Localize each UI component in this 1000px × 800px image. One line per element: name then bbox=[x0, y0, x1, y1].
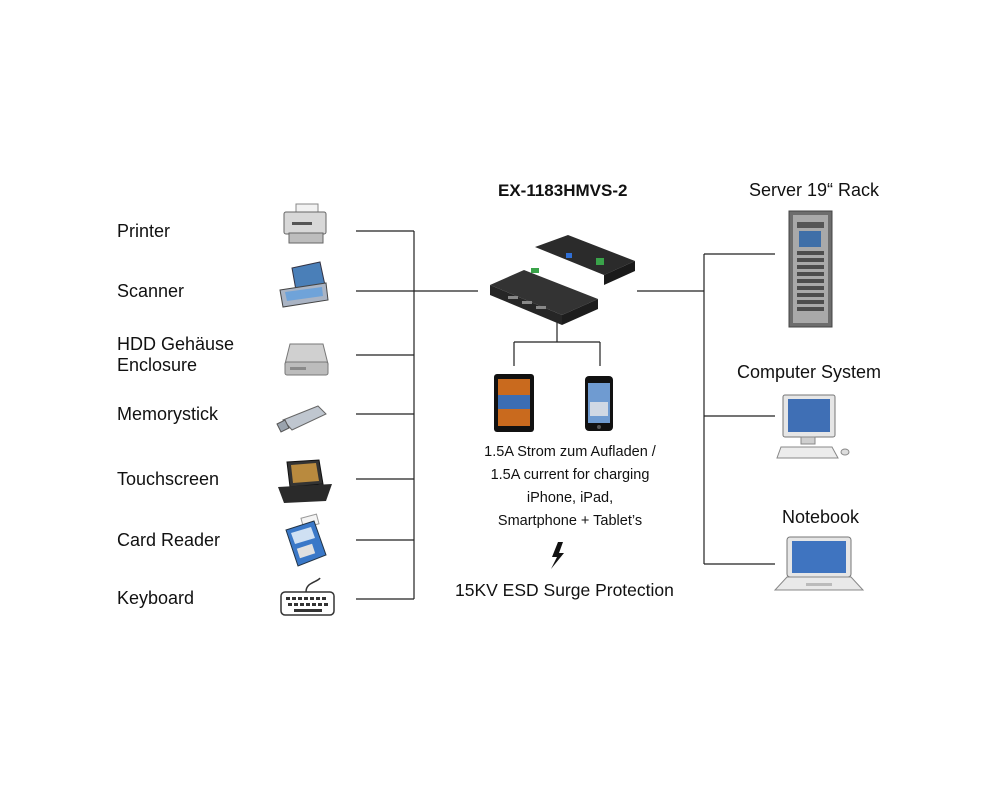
charging-line-1: 1.5A Strom zum Aufladen / bbox=[484, 444, 656, 460]
label-scanner: Scanner bbox=[117, 281, 185, 301]
tablet-icon bbox=[494, 374, 534, 432]
charging-info: 1.5A Strom zum Aufladen / 1.5A current f… bbox=[440, 441, 700, 533]
lightning-icon bbox=[551, 542, 564, 569]
label-printer: Printer bbox=[117, 221, 171, 241]
hdd-icon bbox=[284, 343, 329, 376]
touchscreen-icon bbox=[278, 459, 332, 503]
label-memorystick: Memorystick bbox=[117, 404, 219, 424]
printer-icon bbox=[283, 203, 327, 244]
server-rack-icon bbox=[788, 210, 833, 328]
keyboard-icon bbox=[280, 577, 335, 616]
label-computer-system: Computer System bbox=[737, 362, 882, 382]
desktop-computer-icon bbox=[776, 394, 850, 459]
label-keyboard: Keyboard bbox=[117, 588, 195, 608]
label-hdd: HDD Gehäuse Enclosure bbox=[117, 334, 235, 375]
label-notebook: Notebook bbox=[782, 507, 860, 527]
esd-protection-text: 15KV ESD Surge Protection bbox=[455, 580, 674, 600]
smartphone-icon bbox=[585, 376, 613, 431]
scanner-icon bbox=[279, 261, 329, 308]
charging-line-2: 1.5A current for charging bbox=[490, 467, 650, 483]
label-card-reader: Card Reader bbox=[117, 530, 221, 550]
usb-hub-device-icon bbox=[490, 235, 635, 325]
card-reader-icon bbox=[285, 513, 327, 567]
notebook-icon bbox=[773, 536, 865, 591]
charging-line-4: Smartphone + Tablet’s bbox=[497, 513, 643, 529]
usb-stick-icon bbox=[276, 405, 327, 433]
product-title: EX-1183HMVS-2 bbox=[498, 181, 628, 200]
label-server-rack: Server 19“ Rack bbox=[749, 180, 880, 200]
charging-line-3: iPhone, iPad, bbox=[526, 490, 614, 506]
label-touchscreen: Touchscreen bbox=[117, 469, 220, 489]
